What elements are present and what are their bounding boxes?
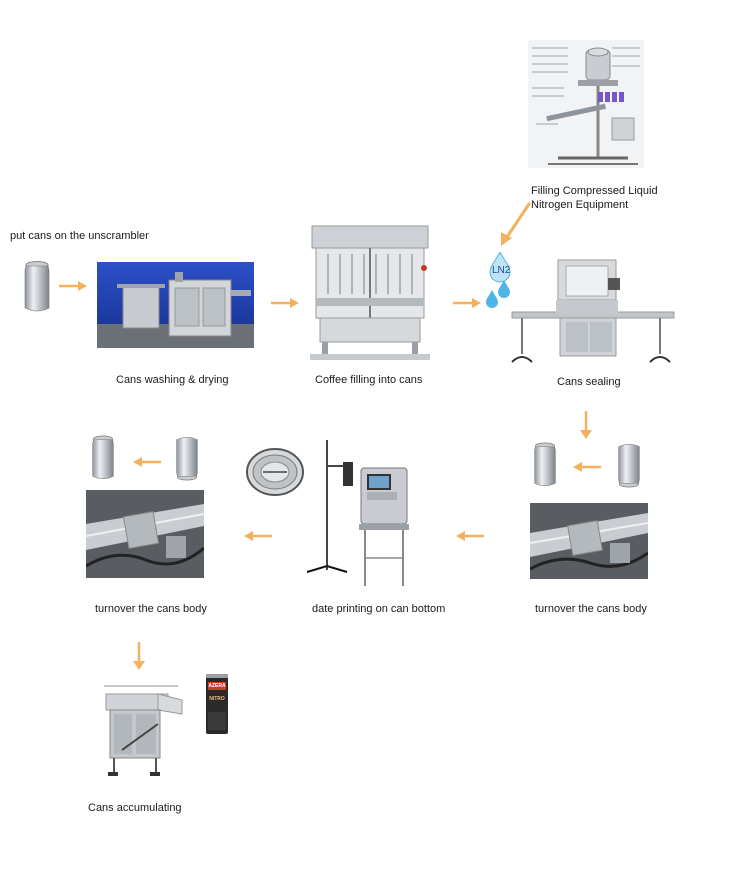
aluminum-can-4 [90, 433, 116, 483]
coffee-filling-machine [306, 224, 434, 364]
washing-drying-machine [97, 262, 254, 348]
step-date-printing-label: date printing on can bottom [312, 603, 446, 615]
arrow-left-2 [456, 531, 484, 541]
step-turnover-right-label: turnover the cans body [535, 603, 647, 615]
aluminum-can-3 [616, 440, 642, 490]
arrow-ln2-to-drop [501, 202, 531, 246]
nitro-coffee-can: AZERA NITRO [205, 672, 229, 736]
ln2-equipment-diagram [528, 40, 644, 168]
step-unscrambler-label: put cans on the unscrambler [10, 230, 149, 242]
nitro-can-variant: NITRO [209, 696, 225, 702]
ln2-drop-label: LN2 [492, 265, 511, 276]
step-washing-label: Cans washing & drying [116, 374, 229, 386]
ln2-equipment-caption-2: Nitrogen Equipment [531, 199, 629, 211]
arrow-down-1 [580, 411, 592, 439]
turnover-machine-right [530, 503, 648, 579]
step-accumulating-label: Cans accumulating [88, 802, 182, 814]
step-turnover-left-label: turnover the cans body [95, 603, 207, 615]
arrow-left-1 [573, 462, 601, 472]
arrow-right-1 [59, 281, 87, 291]
nitro-can-brand: AZERA [208, 683, 226, 689]
arrow-left-4 [133, 457, 161, 467]
arrow-right-2 [271, 298, 299, 308]
ln2-equipment-caption-1: Filling Compressed Liquid [531, 185, 658, 197]
ln2-drops [484, 252, 524, 308]
can-bottom-lid [245, 447, 305, 497]
step-sealing-label: Cans sealing [557, 376, 621, 388]
step-filling-label: Coffee filling into cans [315, 374, 423, 386]
can-accumulating-table [98, 680, 184, 780]
turnover-machine-left [86, 490, 204, 578]
arrow-left-3 [244, 531, 272, 541]
inkjet-date-printer [305, 440, 413, 590]
aluminum-can-5 [174, 433, 200, 483]
aluminum-can-1 [22, 260, 52, 314]
arrow-right-3 [453, 298, 481, 308]
can-sealing-machine [510, 258, 676, 368]
arrow-down-2 [133, 642, 145, 670]
aluminum-can-2 [532, 440, 558, 490]
